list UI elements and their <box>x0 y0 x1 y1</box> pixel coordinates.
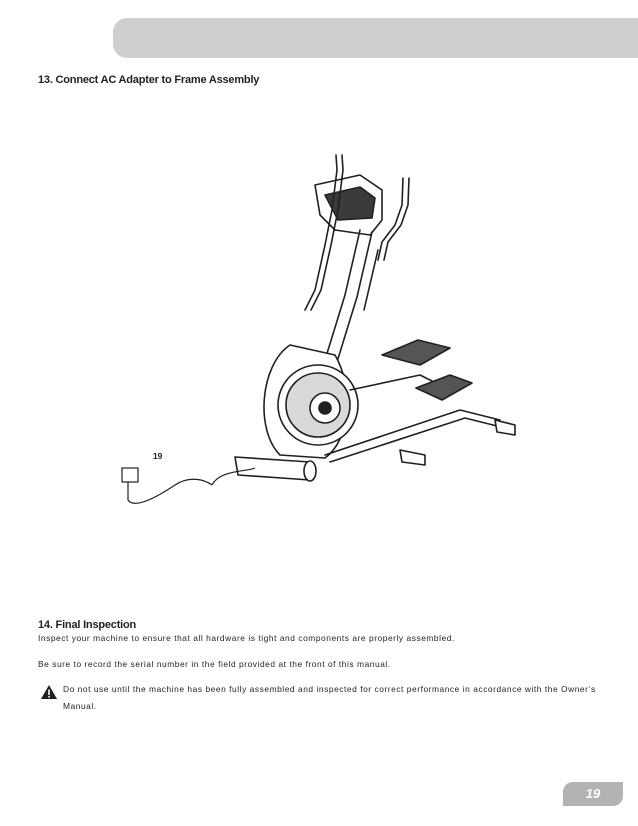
warning-block: Do not use until the machine has been fu… <box>38 681 618 721</box>
part-callout-19: 19 <box>153 451 163 461</box>
elliptical-machine-illustration <box>120 150 530 530</box>
page-number: 19 <box>585 786 601 801</box>
warning-triangle-icon <box>41 685 57 699</box>
warning-text: Do not use until the machine has been fu… <box>63 684 596 711</box>
step-13-heading: 13. Connect AC Adapter to Frame Assembly <box>38 74 260 86</box>
inspection-paragraph: Inspect your machine to ensure that all … <box>38 633 455 643</box>
serial-number-paragraph: Be sure to record the serial number in t… <box>38 659 391 669</box>
step-14-heading: 14. Final Inspection <box>38 619 137 631</box>
elliptical-drawing <box>121 154 516 504</box>
header-bar <box>113 18 638 58</box>
page-number-tab: 19 <box>563 782 623 806</box>
